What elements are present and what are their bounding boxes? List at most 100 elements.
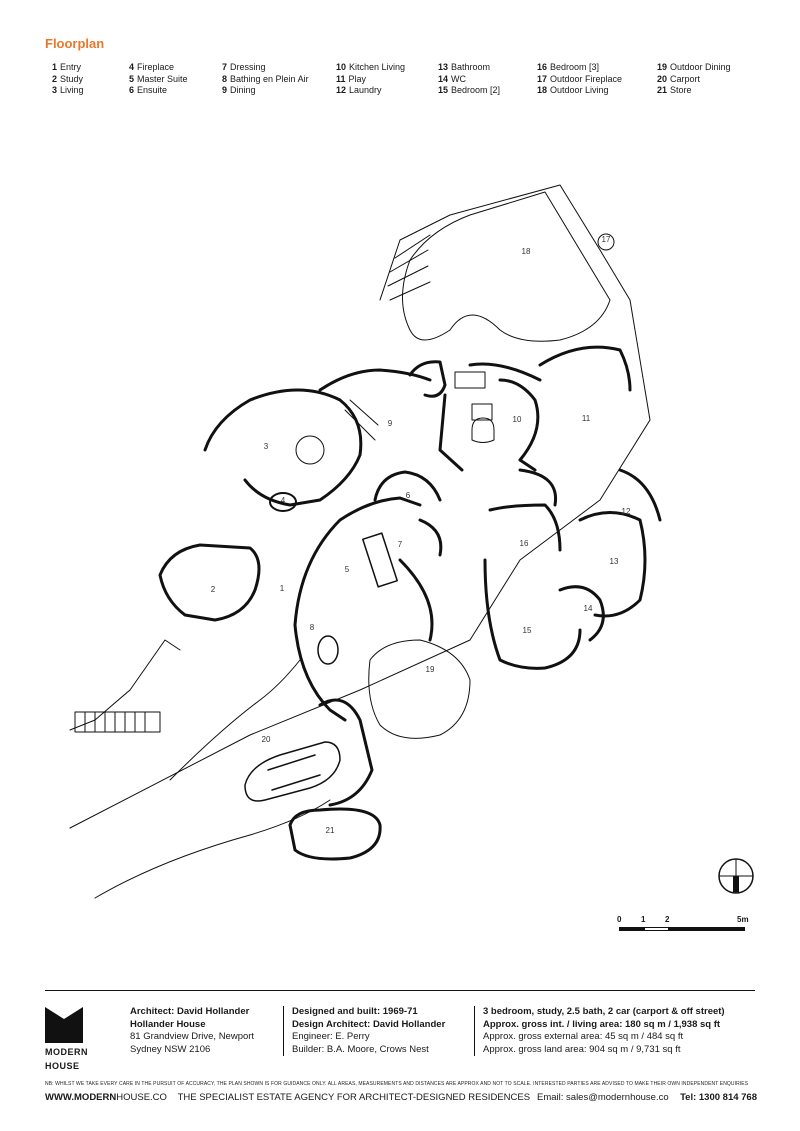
legend-label: Store [670,85,692,95]
bedroom-wall [483,503,605,670]
room-label: 10 [513,415,522,424]
legend-number: 7 [222,62,228,72]
modern-house-logo: MODERN HOUSE [45,1007,105,1071]
legend-label: Ensuite [137,85,168,95]
room-label: 17 [602,235,611,244]
room-label: 3 [264,442,269,451]
legend-label: Outdoor Living [550,85,609,95]
store-wall [288,807,382,861]
logo-text-line1: MODERN [45,1047,88,1057]
room-label: 13 [610,557,619,566]
legend-number: 15 [438,85,449,95]
legend-label: Outdoor Fireplace [550,73,623,84]
legend-label: Kitchen Living [349,62,406,72]
legend-label: Bedroom [2] [451,85,501,95]
footer-column-divider [474,1006,475,1056]
legend-number: 18 [537,85,548,95]
legend-number: 10 [336,62,347,72]
footer-summary-column: 3 bedroom, study, 2.5 bath, 2 car (carpo… [483,1006,725,1056]
play-wall [518,345,662,522]
room-label: 19 [426,665,435,674]
disclaimer: NB: WHILST WE TAKE EVERY CARE IN THE PUR… [45,1081,749,1087]
footer-architect-column: Architect: David Hollander Hollander Hou… [130,1006,254,1056]
ensuite-wall [373,470,443,557]
legend-number: 4 [129,62,135,72]
website-link[interactable]: WWW.MODERNHOUSE.CO [45,1092,167,1103]
page-title: Floorplan [45,36,105,51]
room-label: 14 [584,604,593,613]
legend-number: 8 [222,73,228,84]
room-label: 20 [262,735,271,744]
master-suite-wall [293,496,434,722]
driveway [94,659,331,899]
legend-label: Bedroom [3] [550,62,600,72]
room-label: 6 [406,491,411,500]
legend-label: Bathroom [451,62,491,72]
scale-segment [644,927,669,931]
house-name: Hollander House [130,1018,206,1030]
legend-number: 14 [438,73,449,84]
outdoor-fireplace [597,233,615,251]
scale-tick-1: 1 [641,915,646,924]
gross-land-area: Approx. gross land area: 904 sq m / 9,73… [483,1043,681,1055]
scale-segment [669,927,745,931]
carport-wall [318,698,374,807]
kitchen-wall [408,360,540,472]
email-link[interactable]: Email: sales@modernhouse.co [537,1092,669,1103]
legend-number: 16 [537,62,548,72]
room-label: 16 [520,539,529,548]
address-line1: 81 Grandview Drive, Newport [130,1031,255,1042]
room-label: 11 [582,414,591,423]
legend-label: Carport [670,73,701,84]
legend-label: Dressing [230,62,266,72]
room-label: 9 [388,419,393,428]
north-compass-icon [718,858,754,894]
room-label: 12 [622,507,631,516]
steps [74,711,161,733]
room-label: 18 [522,247,531,256]
legend-number: 13 [438,62,449,72]
gross-internal-area: Approx. gross int. / living area: 180 sq… [483,1018,721,1030]
phone-link[interactable]: Tel: 1300 814 768 [680,1092,757,1103]
room-label: 5 [345,565,350,574]
legend-number: 17 [537,73,548,84]
legend-number: 19 [657,62,668,72]
legend-number: 6 [129,85,135,95]
footer-column-divider [283,1006,284,1056]
dining-wall [318,362,542,392]
designed-built: Designed and built: 1969-71 [292,1006,418,1017]
gross-external-area: Approx. gross external area: 45 sq m / 4… [483,1031,684,1042]
room-label: 4 [281,496,286,505]
legend-label: Study [60,73,84,84]
website-light: HOUSE.CO [116,1092,167,1103]
legend-label: Dining [230,85,256,95]
room-label: 8 [310,623,315,632]
living-hearth [295,435,325,465]
room-label: 2 [211,585,216,594]
tagline: THE SPECIALIST ESTATE AGENCY FOR ARCHITE… [177,1092,531,1103]
legend-number: 5 [129,73,135,84]
legend-label: Fireplace [137,62,175,72]
living-wall [203,388,363,507]
builder: Builder: B.A. Moore, Crows Nest [292,1043,429,1055]
car [244,741,341,802]
legend-label: Living [60,85,84,95]
legend-number: 20 [657,73,668,84]
